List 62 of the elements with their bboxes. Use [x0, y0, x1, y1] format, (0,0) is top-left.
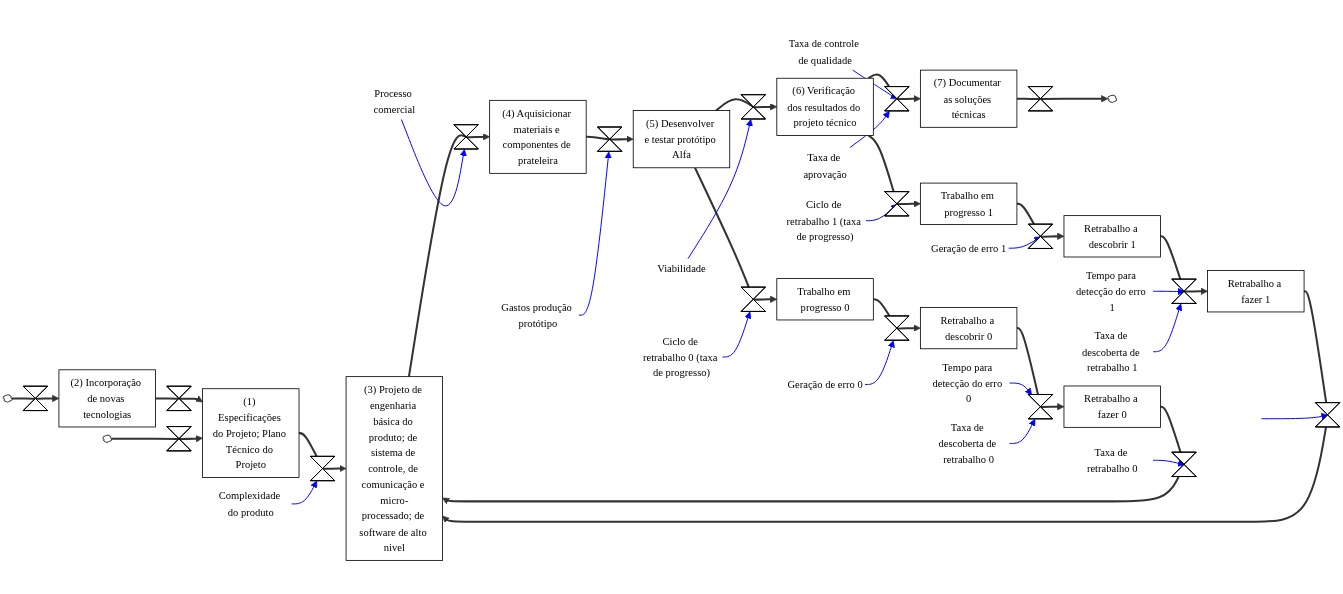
node-box: (1) Especificações do Projeto; Plano Técnico do Projeto: [202, 388, 300, 478]
node-cloud: [102, 434, 112, 443]
node-box: Retrabalho a descobrir 1: [1063, 215, 1161, 258]
connector: [111, 437, 180, 441]
connector: [155, 397, 180, 400]
arrow: [897, 95, 921, 103]
node-text: Geração de erro 0: [787, 378, 863, 391]
node-text: Complexidade do produto: [218, 489, 281, 518]
node-text: Ciclo de retrabalho 1 (taxa de progresso): [786, 198, 861, 243]
node-box: Retrabalho a fazer 0: [1063, 385, 1161, 428]
node-box: Trabalho em progresso 1: [919, 182, 1018, 225]
arrow: [753, 295, 778, 303]
node-cloud: [1107, 94, 1118, 103]
connector: [1016, 202, 1036, 226]
node-text: Gastos produção protótipo: [501, 300, 572, 329]
arrow: [897, 324, 921, 332]
node-text: Viabilidade: [657, 262, 706, 275]
node-box: (7) Documentar as soluções técnicas: [919, 69, 1018, 128]
node-box: Trabalho em progresso 0: [776, 278, 874, 321]
node-text: Taxa de retrabalho 0: [1086, 446, 1138, 475]
arrow: [322, 464, 347, 473]
node-box: Retrabalho a fazer 1: [1207, 270, 1305, 313]
node-box: Retrabalho a descobrir 0: [919, 307, 1018, 350]
arrow: [610, 135, 634, 143]
connector: [298, 432, 318, 458]
node-cloud: [2, 394, 13, 403]
arrow: [753, 103, 778, 111]
node-box: (4) Aquisicionar materiais e componentes de prateleira: [489, 99, 587, 174]
arrow: [1040, 95, 1109, 103]
arrow: [179, 435, 203, 443]
connector: [1160, 235, 1182, 280]
connector: [694, 167, 750, 288]
connector: [11, 397, 36, 400]
node-box: (3) Projeto de engenharia básica do produto; de sistema de controle, de comunicação e micro-processado; de software de alto nivel: [345, 376, 443, 561]
arrow: [35, 394, 60, 402]
arrow: [466, 133, 490, 141]
connector: [1016, 327, 1040, 396]
node-text: Tempo para detecção do erro 0: [932, 360, 1003, 405]
arrow: [1184, 287, 1208, 295]
node-text: Tempo para detecção do erro 1: [1076, 269, 1146, 313]
connector: [1160, 405, 1182, 453]
arrow: [1040, 403, 1065, 411]
arrow: [1040, 232, 1065, 240]
node-box: (2) Incorporação de novas tecnologias: [58, 369, 156, 428]
node-text: Taxa de aprovação: [803, 151, 847, 180]
connector: [1016, 97, 1041, 101]
arrow: [897, 200, 921, 208]
arrow: [442, 476, 1180, 505]
node-text: Processo comercial: [373, 87, 416, 116]
node-text: Geração de erro 1: [931, 241, 1007, 255]
node-text: Ciclo de retrabalho 0 (taxa de progresso): [642, 334, 718, 379]
connector: [867, 134, 895, 193]
node-box: (5) Desenvolver e testar protótipo Alfa: [632, 110, 731, 169]
connector: [873, 298, 891, 317]
connector: [1303, 290, 1328, 404]
node-text: Taxa de descoberta de retrabalho 1: [1082, 329, 1140, 374]
connector: [867, 73, 891, 88]
arrow: [442, 427, 1327, 524]
arrow: [179, 395, 203, 403]
node-box: (6) Verificação dos resultados do projeto técnico: [776, 77, 874, 136]
node-text: Taxa de descoberta de retrabalho 0: [938, 421, 997, 466]
node-text: Taxa de controle de qualidade: [788, 37, 859, 66]
